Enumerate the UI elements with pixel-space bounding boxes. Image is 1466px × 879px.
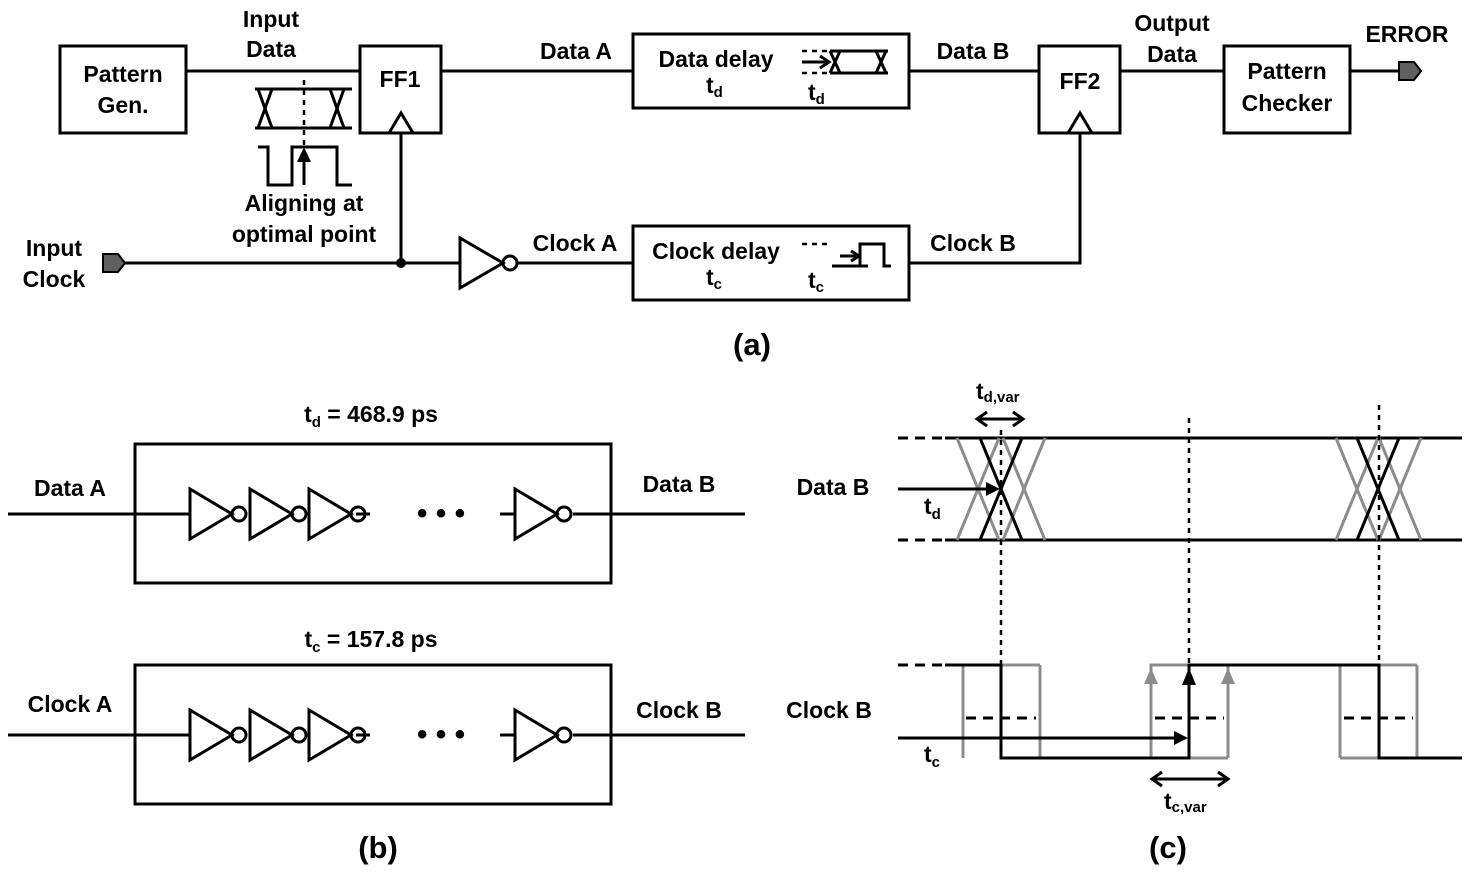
ff2-label: FF2: [1060, 68, 1101, 94]
b-clock-b-label: Clock B: [636, 697, 722, 723]
clock-delay-tc: tc: [706, 264, 722, 293]
wire-clock-b: [909, 133, 1082, 265]
data-delay-chain-block: [133, 442, 613, 585]
clock-b-label: Clock B: [930, 230, 1016, 256]
panel-c: Data B td td,var Clock B: [786, 378, 1462, 865]
clock-inverter-chain: • • •: [188, 707, 573, 763]
c-data-crossing-1: [978, 437, 1024, 541]
data-inverter-2-bubble: [290, 505, 308, 523]
caption-b: (b): [358, 830, 398, 865]
c-td-var-label: td,var: [976, 378, 1020, 406]
data-ellipsis: • • •: [417, 497, 465, 530]
clock-inverter-1-icon: [188, 707, 235, 763]
output-data-label-1: Output: [1134, 10, 1210, 36]
clock-inverter-4-icon: [513, 707, 560, 763]
data-a-label: Data A: [540, 38, 612, 64]
clock-a-label: Clock A: [533, 230, 618, 256]
clock-inverter-2-bubble: [290, 726, 308, 744]
c-clock-var-arrow-left-icon: [1144, 668, 1158, 684]
td-equation: td = 468.9 ps: [304, 401, 438, 431]
clock-ellipsis: • • •: [417, 718, 465, 751]
c-data-b-label: Data B: [797, 474, 870, 500]
c-clock-waveform: [945, 663, 1462, 760]
aligning-label-1: Aligning at: [245, 190, 364, 216]
b-data-a-label: Data A: [34, 475, 106, 501]
tc-equation: tc = 157.8 ps: [304, 626, 437, 656]
error-label: ERROR: [1365, 21, 1448, 47]
input-data-label-1: Input: [243, 6, 300, 32]
input-clock-label-1: Input: [26, 235, 83, 261]
data-inverter-3-icon: [307, 486, 354, 542]
ff1-label: FF1: [380, 66, 421, 92]
error-port-icon: [1398, 61, 1423, 81]
c-tc-var-label: tc,var: [1164, 788, 1207, 816]
clock-delay-chain-block: [133, 663, 613, 806]
pattern-gen-label-1: Pattern: [83, 61, 162, 87]
output-data-label-2: Data: [1147, 41, 1197, 67]
c-td-var-arrow-heads-icon: [974, 410, 1026, 428]
clock-delay-symbol-icon: [802, 242, 891, 268]
data-delay-td-symbol: td: [808, 79, 825, 108]
pattern-checker-block: [1222, 44, 1352, 135]
aligning-label-2: optimal point: [232, 221, 377, 247]
data-inverter-2-icon: [248, 486, 295, 542]
b-clock-a-label: Clock A: [28, 691, 113, 717]
panel-a: Pattern Gen. Input Data Aligning at opti…: [23, 6, 1449, 362]
c-tc-label: tc: [924, 741, 940, 771]
data-b-label: Data B: [937, 38, 1010, 64]
c-tc-arrow-head-icon: [1174, 731, 1188, 745]
data-inverter-1-bubble: [230, 505, 248, 523]
c-clock-edge-arrow-icon: [1182, 668, 1196, 685]
pattern-gen-block: [58, 44, 188, 135]
clock-delay-tc-symbol: tc: [808, 267, 824, 296]
c-data-var-crossing-2: [1334, 437, 1423, 541]
data-inverter-chain: • • •: [188, 486, 573, 542]
input-clock-label-2: Clock: [23, 266, 86, 292]
pattern-checker-label-1: Pattern: [1247, 58, 1326, 84]
align-arrow-head-icon: [297, 147, 311, 162]
clock-inverter-1-bubble: [230, 726, 248, 744]
input-data-label-2: Data: [246, 36, 296, 62]
clock-inverter-icon: [458, 235, 506, 291]
caption-c: (c): [1149, 830, 1187, 865]
pattern-checker-label-2: Checker: [1242, 90, 1333, 116]
input-clock-port-icon: [102, 253, 127, 273]
data-delay-td: td: [706, 72, 723, 101]
clock-inverter-4-bubble: [555, 726, 573, 744]
c-tc-var-arrow-heads-icon: [1149, 770, 1231, 788]
c-clock-var-3: [1338, 663, 1419, 760]
data-inverter-4-bubble: [555, 505, 573, 523]
ff1-clock-triangle-icon: [387, 110, 415, 134]
c-td-arrow-head-icon: [986, 482, 1000, 496]
b-data-b-label: Data B: [643, 471, 716, 497]
clock-inverter-2-icon: [248, 707, 295, 763]
c-td-label: td: [924, 493, 941, 523]
c-clock-b-label: Clock B: [786, 697, 872, 723]
clock-pulse-icon: [258, 145, 352, 187]
caption-a: (a): [733, 327, 771, 362]
eye-diagram-icon: [255, 80, 352, 145]
pattern-gen-label-2: Gen.: [97, 92, 148, 118]
clock-inverter-3-icon: [307, 707, 354, 763]
clock-delay-label: Clock delay: [652, 238, 780, 264]
ff2-clock-triangle-icon: [1066, 110, 1094, 134]
data-inverter-4-icon: [513, 486, 560, 542]
data-delay-symbol-icon: [802, 49, 888, 75]
c-clock-var-arrow-right-icon: [1221, 668, 1235, 684]
data-inverter-1-icon: [188, 486, 235, 542]
data-delay-label: Data delay: [658, 46, 773, 72]
panel-b: td = 468.9 ps Data A • • • Data B tc = 1…: [8, 401, 745, 865]
